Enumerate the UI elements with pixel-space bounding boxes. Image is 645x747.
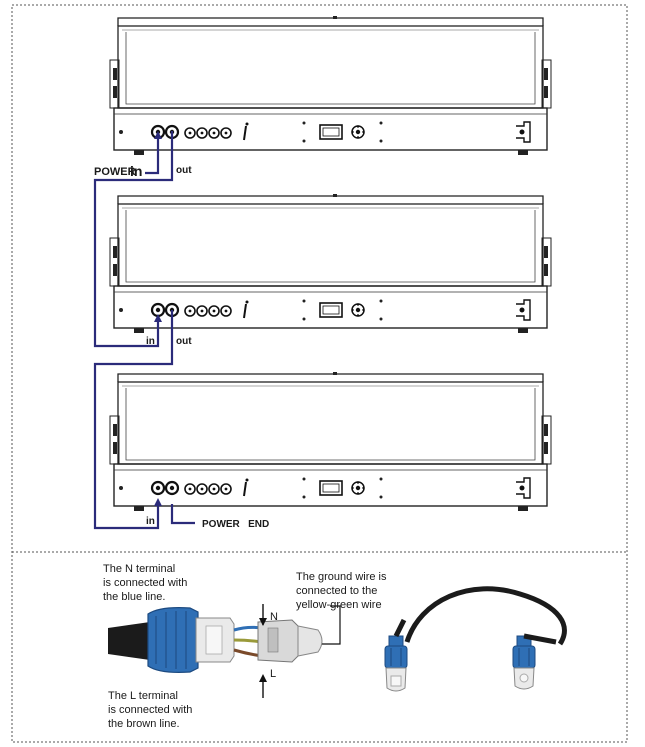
cable-power-in (145, 137, 160, 175)
label-out-2: out (176, 336, 192, 347)
label-out-1: out (176, 165, 192, 176)
fixture-1 (108, 14, 553, 157)
power-cables (93, 131, 195, 530)
connector-closeup (108, 604, 341, 698)
note-ground-wire: The ground wire is connected to the yell… (296, 571, 390, 611)
cable-link-2 (93, 310, 174, 530)
fixture-3 (108, 370, 553, 513)
power-cable-photo (384, 586, 567, 692)
cable-power-end (170, 504, 195, 525)
label-power-in: POWER (94, 166, 136, 178)
note-n-terminal: The N terminal is connected with the blu… (103, 563, 190, 603)
label-in-1: in (130, 163, 142, 179)
label-power-end: POWER END (202, 519, 269, 530)
cable-link-1 (93, 131, 174, 348)
label-n-letter: N (270, 611, 278, 623)
fixture-2 (108, 192, 553, 335)
note-l-terminal: The L terminal is connected with the bro… (108, 690, 195, 730)
label-in-3: in (146, 516, 155, 527)
label-in-2: in (146, 336, 155, 347)
label-l-letter: L (270, 668, 276, 680)
